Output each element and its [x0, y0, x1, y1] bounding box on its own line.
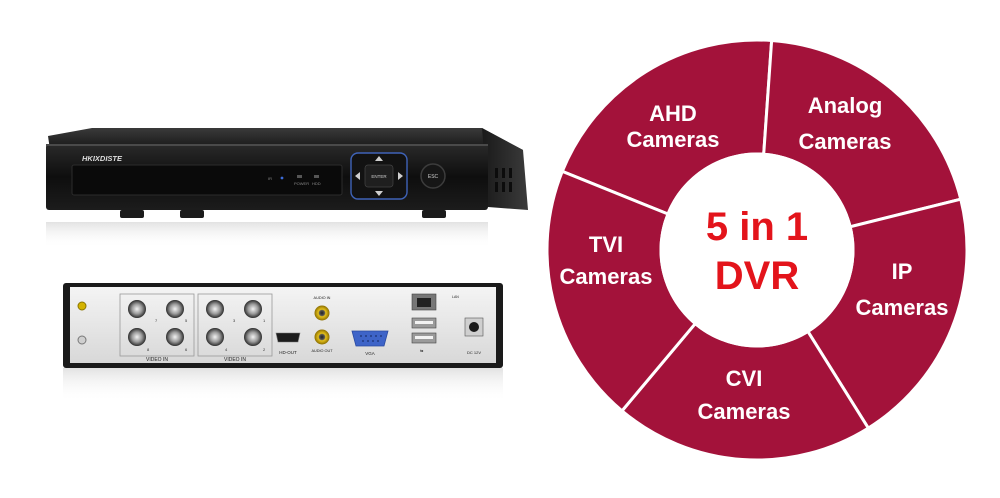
- audio-in-port-icon: [314, 305, 330, 321]
- bnc-number: 6: [185, 347, 188, 352]
- segment-ahd-line2: Cameras: [627, 127, 720, 152]
- power-label: POWER: [294, 181, 309, 186]
- audio-in-label: AUDIO IN: [314, 296, 331, 300]
- video-in-label: VIDEO IN: [224, 357, 246, 363]
- screw-icon: [77, 301, 87, 311]
- arrow-right-icon: [398, 172, 403, 180]
- esc-button: [420, 163, 446, 189]
- bnc-number: 7: [155, 318, 158, 323]
- segment-ahd-line1: AHD: [649, 101, 697, 126]
- hd-out-label: HD-OUT: [279, 350, 297, 355]
- bnc-connector: [128, 300, 146, 318]
- bnc-connector: [206, 300, 224, 318]
- hdd-label: HDD: [312, 181, 321, 186]
- bnc-connector: [166, 300, 184, 318]
- vga-port-icon: [351, 330, 389, 347]
- bnc-number: 4: [225, 347, 228, 352]
- lan-label: LAN: [452, 295, 459, 299]
- segment-tvi-line1: TVI: [589, 232, 623, 257]
- arrow-down-icon: [375, 191, 383, 196]
- brand-logo: HKIXDISTE: [82, 154, 123, 163]
- segment-analog-line2: Cameras: [799, 129, 892, 154]
- hdd-led-icon: [314, 175, 319, 178]
- audio-out-port-icon: [314, 329, 330, 345]
- segment-ip-line2: Cameras: [856, 295, 949, 320]
- dvr-front-unit: HKIXDISTE IR POWER HDD ENTER ESC: [46, 128, 528, 248]
- bnc-number: 3: [233, 318, 236, 323]
- bnc-connector: [244, 328, 262, 346]
- vga-label: VGA: [365, 351, 375, 356]
- hdmi-port-icon: [275, 332, 301, 343]
- ground-icon: [77, 335, 87, 345]
- ir-led-icon: [280, 176, 284, 180]
- enter-button: [364, 164, 394, 188]
- enter-label: ENTER: [371, 174, 387, 179]
- camera-compatibility-wheel: 5 in 1 DVR AHD Cameras Analog Cameras IP…: [545, 38, 969, 462]
- bnc-number: 2: [263, 347, 266, 352]
- arrow-up-icon: [375, 156, 383, 161]
- front-reflection: [46, 222, 488, 248]
- center-title-line2: DVR: [715, 254, 800, 298]
- bnc-number: 8: [147, 347, 150, 352]
- bnc-connector: [244, 300, 262, 318]
- segment-analog-line1: Analog: [808, 93, 883, 118]
- dvr-rear-unit: 7 5 8 6 VIDEO IN 3 1 4 2 VIDEO IN HD-OUT…: [63, 283, 503, 402]
- segment-tvi-line2: Cameras: [560, 264, 653, 289]
- bnc-number: 5: [185, 318, 188, 323]
- bnc-connector: [128, 328, 146, 346]
- video-in-label: VIDEO IN: [146, 357, 168, 363]
- navigation-pad: ENTER: [350, 152, 408, 200]
- wheel-center-circle: [659, 152, 855, 348]
- bnc-connector: [206, 328, 224, 346]
- usb-symbol-icon: ⇆: [420, 348, 424, 353]
- audio-out-label: AUDIO OUT: [311, 349, 333, 353]
- segment-cvi-line2: Cameras: [698, 399, 791, 424]
- esc-label: ESC: [428, 174, 439, 180]
- center-title-line1: 5 in 1: [706, 205, 808, 249]
- ir-label: IR: [268, 176, 272, 181]
- dc-label: DC 12V: [467, 350, 481, 355]
- power-led-icon: [297, 175, 302, 178]
- segment-cvi-line1: CVI: [726, 366, 763, 391]
- bnc-connector: [166, 328, 184, 346]
- rear-reflection: [63, 368, 503, 402]
- segment-ip-line1: IP: [892, 259, 913, 284]
- arrow-left-icon: [355, 172, 360, 180]
- bnc-number: 1: [263, 318, 266, 323]
